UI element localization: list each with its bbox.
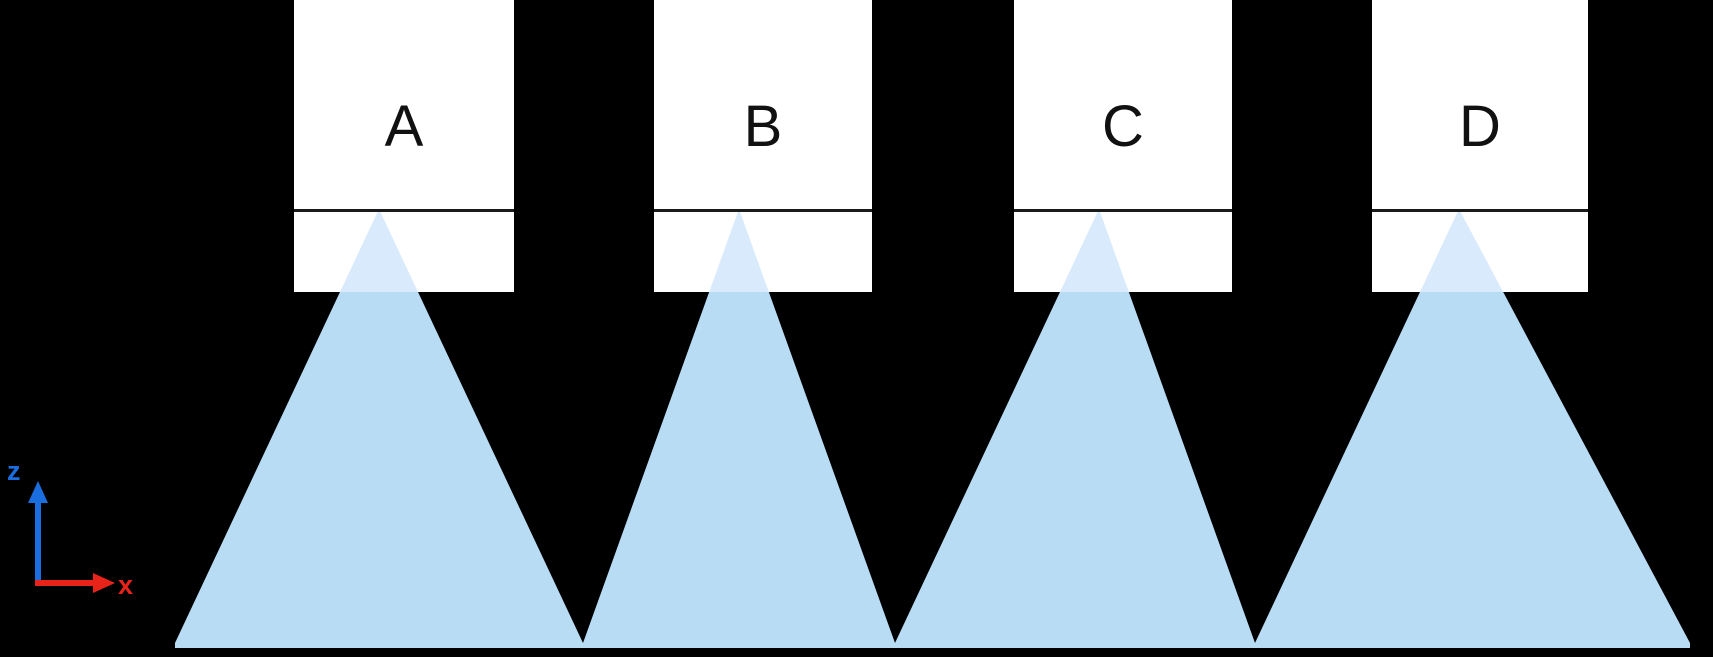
callout-box-b[interactable]: B xyxy=(654,0,872,292)
terrain-peak-tip xyxy=(1059,209,1129,292)
terrain-peak-overlay-d xyxy=(1372,209,1588,292)
terrain-peak-tip xyxy=(709,209,769,292)
callout-box-a[interactable]: A xyxy=(294,0,514,292)
callout-box-d[interactable]: D xyxy=(1372,0,1588,292)
callout-divider-b xyxy=(654,209,872,212)
terrain-area-shape xyxy=(175,209,1690,648)
terrain-peak-svg xyxy=(339,209,419,292)
terrain-peak-svg xyxy=(1059,209,1129,292)
callout-label-b: B xyxy=(743,94,783,159)
terrain-peak-tip xyxy=(339,209,419,292)
z-axis-group xyxy=(28,481,48,583)
x-axis-arrowhead xyxy=(93,573,115,593)
callout-label-c: C xyxy=(1102,94,1144,159)
z-axis-label: z xyxy=(7,456,21,486)
terrain-peak-svg xyxy=(709,209,769,292)
x-axis-label: x xyxy=(118,570,134,600)
callout-divider-c xyxy=(1014,209,1232,212)
terrain-peak-overlay-c xyxy=(1014,209,1232,292)
z-axis-arrowhead xyxy=(28,481,48,503)
callout-box-c[interactable]: C xyxy=(1014,0,1232,292)
callout-label-a: A xyxy=(384,94,424,159)
terrain-peak-overlay-b xyxy=(654,209,872,292)
callout-divider-d xyxy=(1372,209,1588,212)
callout-divider-a xyxy=(294,209,514,212)
terrain-peak-tip xyxy=(1419,209,1504,292)
terrain-peak-svg xyxy=(1419,209,1504,292)
terrain-peak-overlay-a xyxy=(294,209,514,292)
x-axis-group xyxy=(35,573,115,593)
callout-label-d: D xyxy=(1459,94,1501,159)
